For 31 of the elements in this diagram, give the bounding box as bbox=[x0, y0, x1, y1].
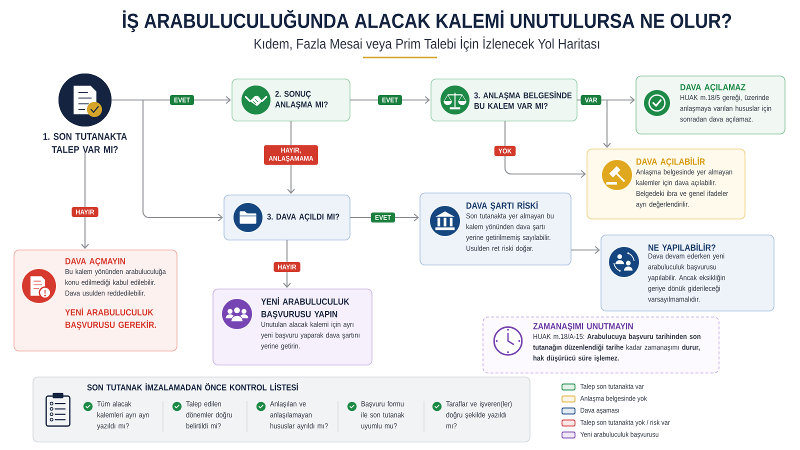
note-box bbox=[482, 316, 720, 374]
step-heading: 2. SONUÇ ANLAŞMA MI? bbox=[275, 90, 328, 110]
step-heading: 3. ANLAŞMA BELGESİNDE BU KALEM VAR MI? bbox=[474, 91, 572, 109]
checklist-panel bbox=[32, 376, 530, 442]
title: İŞ ARABULUCULUĞUNDA ALACAK KALEMİ UNUTULURSA NE OLUR? bbox=[123, 10, 732, 32]
box-note: YENİ ARABULUCULUK BAŞVURUSU GEREKİR. bbox=[65, 308, 156, 330]
decision-box bbox=[430, 78, 578, 122]
box-heading: ZAMANAŞIMI UNUTMAYIN bbox=[533, 323, 633, 332]
arrow bbox=[571, 246, 600, 254]
box-heading: YENİ ARABULUCULUK BAŞVURUSU YAPIN bbox=[261, 297, 350, 320]
info-box bbox=[636, 76, 786, 134]
checklist-heading: SON TUTANAK İMZALAMADAN ÖNCE KONTROL LİSTESİ bbox=[87, 383, 298, 390]
step-heading: 1. SON TUTANAKTA TALEP VAR MI? bbox=[43, 133, 127, 153]
decision-box bbox=[232, 78, 350, 122]
arrow bbox=[81, 152, 89, 249]
box-heading: DAVA AÇMAYIN bbox=[66, 258, 125, 266]
info-box bbox=[14, 250, 178, 352]
box-heading: DAVA AÇILABİLİR bbox=[636, 157, 705, 167]
step-heading: 3. DAVA AÇILDI MI? bbox=[267, 214, 340, 222]
info-box bbox=[420, 192, 572, 266]
arrow bbox=[504, 121, 586, 178]
info-box bbox=[600, 234, 774, 312]
arrow bbox=[112, 96, 231, 222]
decision-box bbox=[224, 194, 350, 240]
box-heading: DAVA AÇILAMAZ bbox=[680, 84, 746, 92]
arrow bbox=[283, 240, 291, 288]
info-box bbox=[212, 288, 372, 366]
box-heading: DAVA ŞARTI RİSKİ bbox=[466, 201, 538, 211]
info-box bbox=[586, 148, 746, 220]
subtitle: Kıdem, Fazla Mesai veya Prim Talebi İçin İzlenecek Yol Haritası bbox=[254, 36, 600, 52]
box-heading: NE YAPILABİLİR? bbox=[648, 243, 716, 251]
